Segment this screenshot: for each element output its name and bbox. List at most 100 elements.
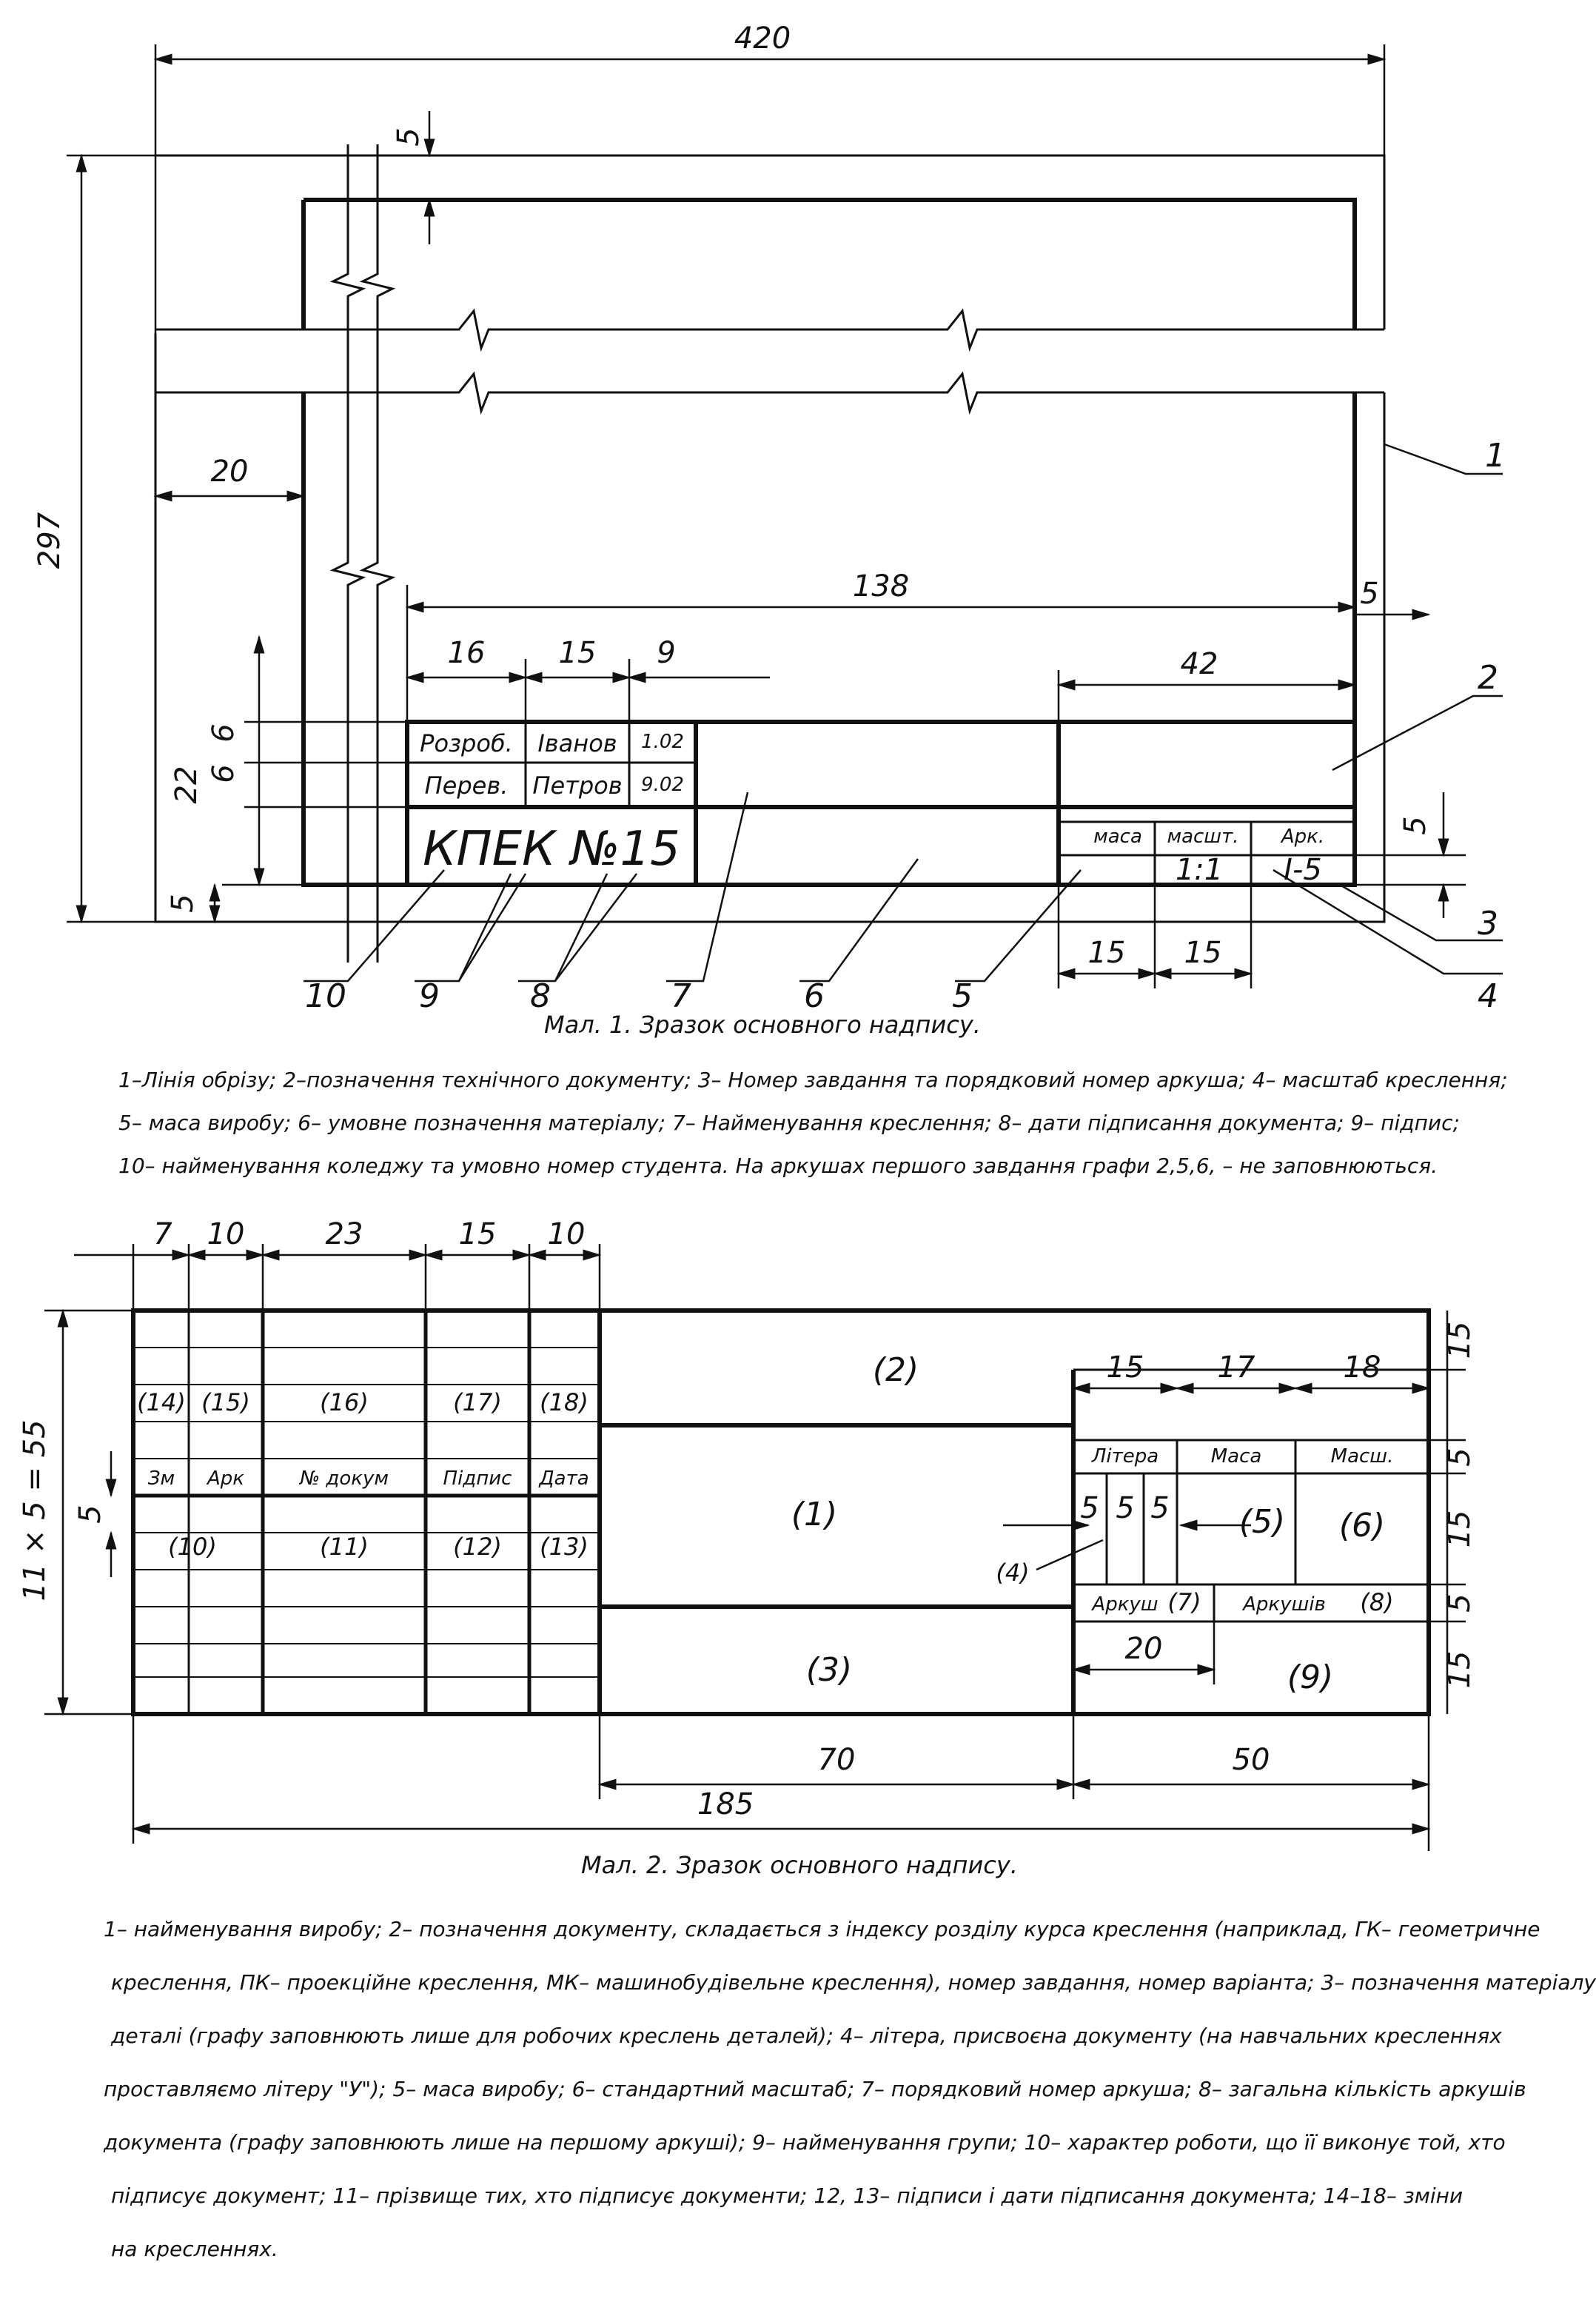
dim-420: 420 <box>734 21 791 56</box>
cell-15: (15) <box>201 1388 250 1416</box>
fig1-legend-line: 5– маса виробу; 6– умовне позначення мат… <box>118 1111 1460 1135</box>
cell-arkushiv: Аркушів <box>1241 1593 1326 1616</box>
cell-pidpys: Підпис <box>443 1467 512 1490</box>
cell-masht: масшт. <box>1167 826 1238 848</box>
dim-5-right: 5 <box>1360 577 1378 611</box>
dim-h15c: 15 <box>1443 1651 1477 1689</box>
cell-7: (7) <box>1167 1588 1201 1616</box>
fig2-legend: 1– найменування виробу; 2– позначення до… <box>104 1903 1596 2276</box>
cell-4: (4) <box>996 1559 1029 1587</box>
dim-d185: 185 <box>697 1787 754 1821</box>
cell-9: (9) <box>1287 1659 1333 1696</box>
cell-12: (12) <box>453 1533 502 1561</box>
dim-rows: 11 × 5 = 55 <box>18 1419 52 1601</box>
dimensions-2 <box>44 1244 1466 1851</box>
cell-ark: Арк <box>206 1467 244 1490</box>
cell-scale: 1:1 <box>1176 853 1223 887</box>
dim-20: 20 <box>211 455 249 489</box>
dim-6-b: 6 <box>207 764 241 783</box>
dim-15: 15 <box>559 636 597 670</box>
cell-razrob: Розроб. <box>420 729 513 757</box>
cell-date1: 1.02 <box>641 731 684 753</box>
dim-16: 16 <box>448 636 486 670</box>
fig2-legend-line: проставляємо літеру "У"); 5– маса виробу… <box>104 2077 1526 2101</box>
dim-42: 42 <box>1181 647 1218 681</box>
title-block-2 <box>131 1308 1431 1716</box>
fig2-legend-line: документа (графу заповнюють лише на перш… <box>104 2130 1506 2155</box>
fig2-legend-line: креслення, ПК– проекційне креслення, МК–… <box>111 1970 1596 1995</box>
callout-5: 5 <box>952 977 973 1015</box>
drawing-page: 420 297 20 5 138 5 42 16 15 9 22 6 6 5 5… <box>18 21 1596 2261</box>
dim-h5b: 5 <box>1443 1593 1477 1612</box>
dim-h15a: 15 <box>1443 1322 1477 1359</box>
callout-3: 3 <box>1478 905 1498 943</box>
cell-11: (11) <box>320 1533 369 1561</box>
cell-ark: Арк. <box>1280 826 1324 848</box>
cell-16: (16) <box>320 1388 369 1416</box>
dim-w15: 15 <box>1107 1351 1144 1385</box>
cell-zm: Зм <box>148 1467 175 1490</box>
cell-8: (8) <box>1360 1588 1393 1616</box>
cell-perev: Перев. <box>425 772 509 800</box>
dim-9: 9 <box>657 636 675 670</box>
dim-6-a: 6 <box>207 723 241 742</box>
cell-litera: Літера <box>1091 1445 1159 1467</box>
dim-15-b2: 15 <box>1184 936 1222 970</box>
cell-10: (10) <box>168 1533 217 1561</box>
fig1-caption: Мал. 1. Зразок основного надпису. <box>544 1011 981 1039</box>
dim-c15: 15 <box>459 1217 497 1251</box>
dim-s5c: 5 <box>1150 1491 1169 1525</box>
cell-date2: 9.02 <box>641 774 684 796</box>
cell-17: (17) <box>453 1388 502 1416</box>
cell-2: (2) <box>873 1351 919 1389</box>
cell-mash: Масш. <box>1331 1445 1394 1467</box>
title-block-1 <box>405 720 1357 887</box>
dim-h15b: 15 <box>1443 1510 1477 1548</box>
sheet-outline <box>154 154 1386 923</box>
fig2-legend-line: на кресленнях. <box>111 2237 278 2261</box>
cell-petrov: Петров <box>532 772 622 800</box>
dimensions-1 <box>67 44 1466 988</box>
figure-1 <box>67 44 1503 988</box>
dim-5-top: 5 <box>392 127 426 146</box>
fig1-legend-line: 10– найменування коледжу та умовно номер… <box>118 1154 1438 1178</box>
dim-5-left: 5 <box>166 894 200 912</box>
drawing-svg: 420 297 20 5 138 5 42 16 15 9 22 6 6 5 5… <box>18 21 1506 1879</box>
dim-s5a: 5 <box>1080 1491 1099 1525</box>
callout-6: 6 <box>804 977 825 1015</box>
fig1-legend: 1–Лінія обрізу; 2–позначення технічного … <box>118 1059 1508 1188</box>
dim-15-b1: 15 <box>1088 936 1126 970</box>
figure-2-text: 7 10 23 15 10 11 × 5 = 55 5 (14) (15) (1… <box>18 1217 1477 1879</box>
cell-6: (6) <box>1339 1507 1385 1544</box>
dim-r5: 5 <box>73 1505 107 1523</box>
dim-c10b: 10 <box>548 1217 586 1251</box>
fig2-legend-line: деталі (графу заповнюють лише для робочи… <box>111 2024 1502 2048</box>
cell-college: КПЕК №15 <box>423 822 680 877</box>
fig1-legend-line: 1–Лінія обрізу; 2–позначення технічного … <box>118 1068 1508 1092</box>
cell-sheet: I-5 <box>1284 853 1322 887</box>
leaders-1 <box>304 443 1503 983</box>
dim-138: 138 <box>853 569 909 603</box>
dim-d50: 50 <box>1233 1743 1270 1777</box>
callout-4: 4 <box>1478 977 1498 1015</box>
fig2-legend-line: 1– найменування виробу; 2– позначення до… <box>104 1917 1540 1941</box>
dim-5-far: 5 <box>1398 816 1432 834</box>
callout-8: 8 <box>530 977 551 1015</box>
cell-arkush: Аркуш <box>1090 1593 1158 1616</box>
dim-w18: 18 <box>1344 1351 1381 1385</box>
dim-w17: 17 <box>1218 1351 1255 1385</box>
callout-10: 10 <box>305 977 346 1015</box>
fig2-legend-line: підписує документ; 11– прізвище тих, хто… <box>111 2183 1463 2208</box>
figure-1-text: 420 297 20 5 138 5 42 16 15 9 22 6 6 5 5… <box>33 21 1506 1039</box>
cell-ivanov: Іванов <box>537 729 617 757</box>
dim-22: 22 <box>170 766 204 804</box>
callout-7: 7 <box>671 977 691 1015</box>
cell-dokum: № докум <box>298 1467 389 1490</box>
vertical-break <box>329 144 396 963</box>
cell-5: (5) <box>1239 1503 1285 1541</box>
cell-3: (3) <box>806 1651 852 1689</box>
cell-data: Дата <box>538 1467 589 1490</box>
dim-d20: 20 <box>1125 1632 1163 1666</box>
fig2-caption: Мал. 2. Зразок основного надпису. <box>581 1851 1018 1879</box>
dim-s5b: 5 <box>1116 1491 1134 1525</box>
